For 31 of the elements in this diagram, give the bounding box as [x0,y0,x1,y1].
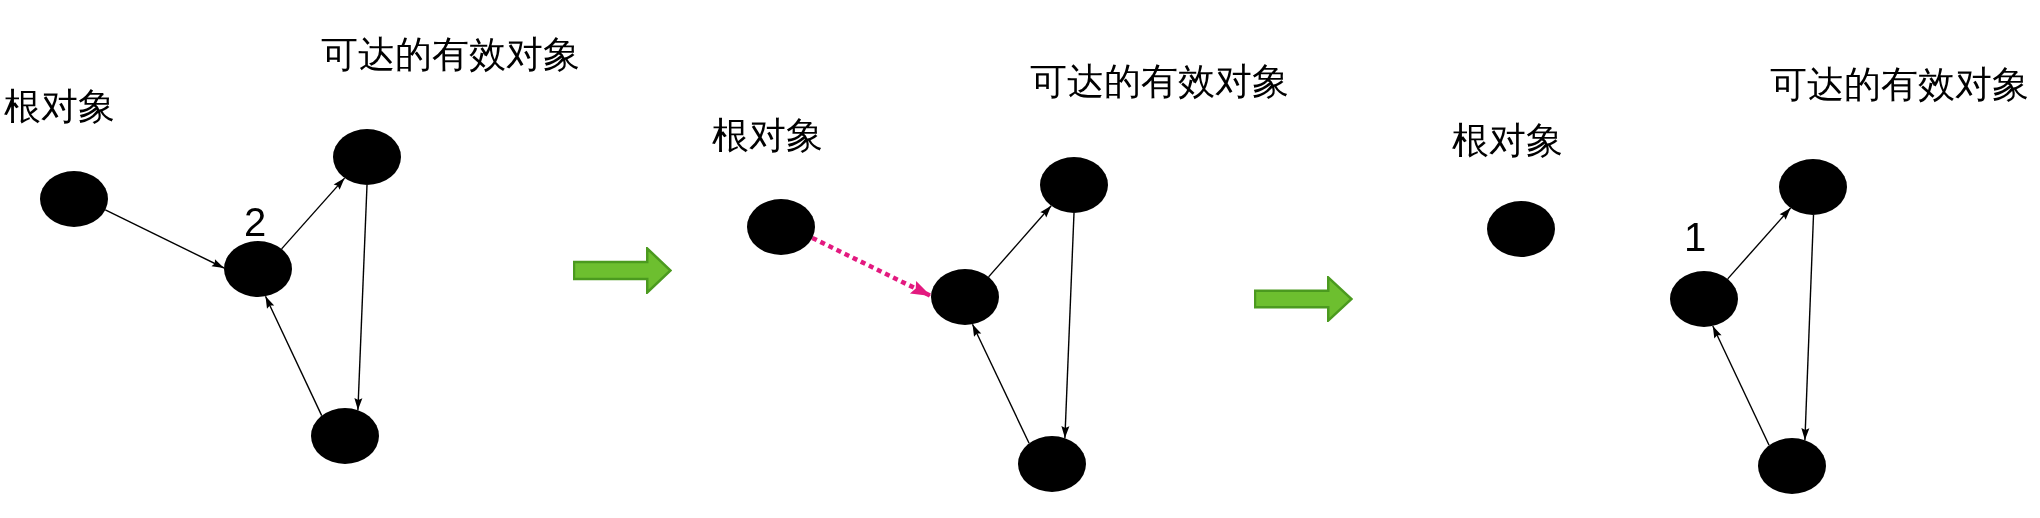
count-number: 1 [1684,217,1707,257]
object-node [333,129,401,185]
arrow [354,184,368,411]
arrow [1061,212,1075,439]
arrow [987,205,1052,278]
node-caption: 根对象 [4,88,115,125]
arrow [811,235,932,299]
object-node [1779,159,1847,215]
arrow [1801,214,1815,441]
arrow [264,295,323,417]
object-node [1040,157,1108,213]
object-node [1670,271,1738,327]
group-label: 可达的有效对象 [1770,66,2029,103]
object-node [40,171,108,227]
node-caption: 根对象 [712,117,823,154]
arrow [971,323,1030,444]
object-node [1758,438,1826,494]
object-node [747,199,815,255]
count-number: 2 [244,202,267,242]
arrow [1712,325,1770,446]
node-caption: 根对象 [1452,122,1563,159]
object-node [1018,436,1086,492]
group-label: 可达的有效对象 [1030,63,1289,100]
object-node [1487,201,1555,257]
object-node [931,269,999,325]
group-label: 可达的有效对象 [321,36,580,73]
object-node [224,241,292,297]
arrow [1727,207,1792,280]
object-node [311,408,379,464]
arrow [280,177,346,250]
arrow [104,209,225,269]
